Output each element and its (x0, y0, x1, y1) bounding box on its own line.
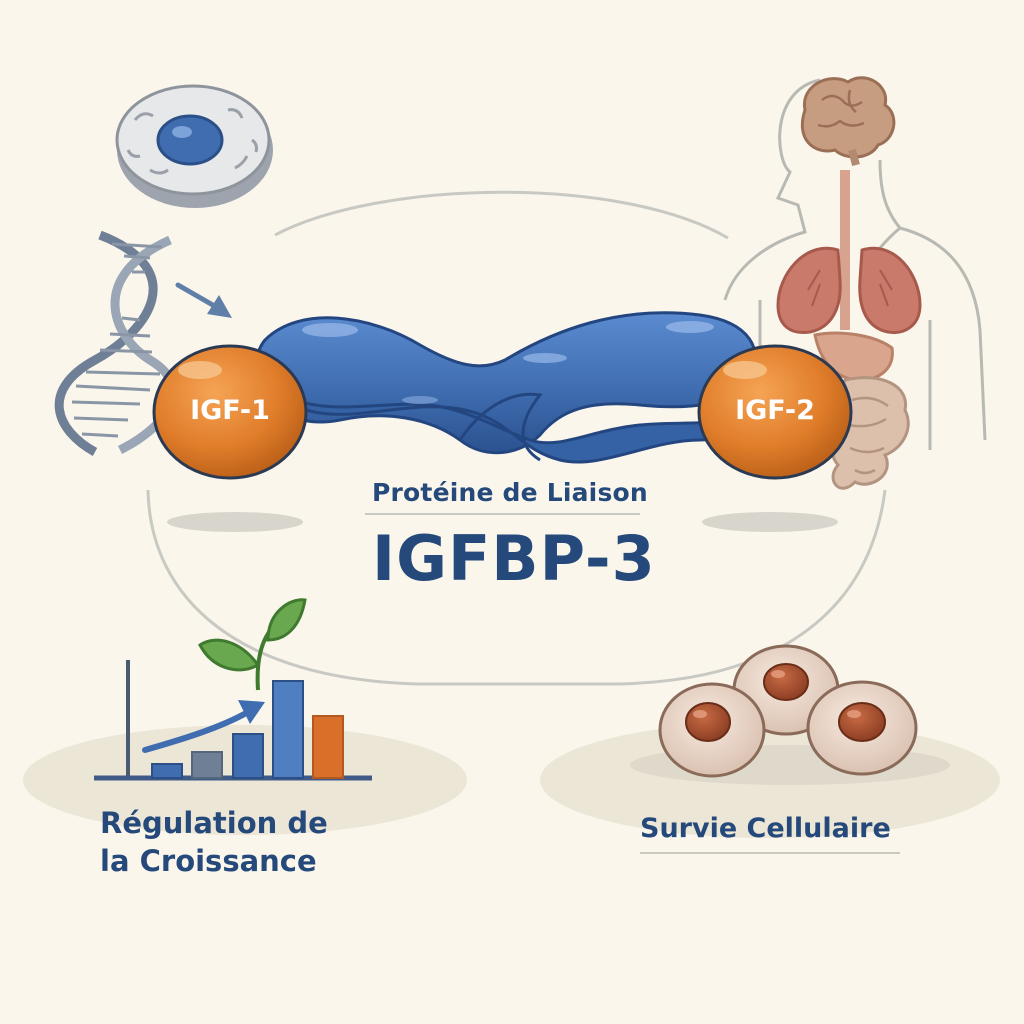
cell-cluster-icon (658, 644, 918, 778)
igf1-label: IGF-1 (190, 395, 270, 426)
lungs-icon (776, 246, 922, 335)
cell-survival-label: Survie Cellulaire (640, 813, 891, 844)
brain-icon (800, 76, 896, 167)
plant-sprout-icon (198, 598, 307, 691)
protein-subtitle: Protéine de Liaison (372, 478, 648, 507)
igf2-label: IGF-2 (735, 395, 815, 426)
bar-chart-icon (94, 660, 372, 781)
igf2-ligand (697, 344, 853, 480)
cell-icon (115, 84, 273, 208)
protein-name: IGFBP-3 (372, 522, 656, 595)
arrow-icon (175, 282, 232, 318)
human-body-icon (723, 78, 987, 450)
growth-regulation-label-line2: la Croissance (100, 844, 317, 878)
igfbp3-protein-shape (255, 311, 757, 464)
growth-regulation-label-line1: Régulation de (100, 806, 328, 840)
cycle-outline (146, 190, 887, 686)
igf1-ligand (152, 344, 308, 480)
